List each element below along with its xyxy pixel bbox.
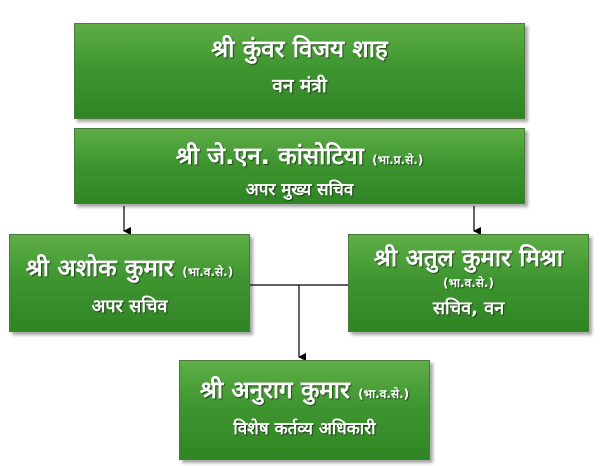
osd-service: (भा.व.से.) [358, 387, 410, 401]
acs-name-line: श्री जे.एन. कांसोटिया (भा.प्र.से.) [75, 141, 524, 175]
secretary-name: श्री अतुल कुमार मिश्रा [373, 244, 564, 272]
additional-secretary-post: अपर सचिव [91, 296, 168, 317]
secretary-post: सचिव, वन [432, 298, 505, 319]
osd-box: श्री अनुराग कुमार (भा.व.से.) विशेष कर्तव… [179, 360, 430, 460]
minister-post: वन मंत्री [272, 75, 327, 97]
osd-post: विशेष कर्तव्य अधिकारी [233, 419, 376, 439]
additional-secretary-box: श्री अशोक कुमार (भा.व.से.) अपर सचिव [9, 234, 250, 332]
acs-service: (भा.प्र.से.) [372, 153, 424, 167]
acs-box: श्री जे.एन. कांसोटिया (भा.प्र.से.) अपर म… [74, 128, 525, 204]
secretary-service: (भा.व.से.) [443, 276, 494, 290]
additional-secretary-service: (भा.व.से.) [182, 265, 234, 279]
acs-post: अपर मुख्य सचिव [245, 180, 354, 200]
acs-name: श्री जे.एन. कांसोटिया [175, 142, 364, 170]
additional-secretary-name: श्री अशोक कुमार [25, 254, 174, 282]
osd-name: श्री अनुराग कुमार [199, 376, 350, 404]
additional-secretary-name-line: श्री अशोक कुमार (भा.व.से.) [10, 253, 249, 287]
minister-name: श्री कुंवर विजय शाह [211, 35, 388, 63]
minister-box: श्री कुंवर विजय शाह वन मंत्री [74, 23, 525, 119]
osd-name-line: श्री अनुराग कुमार (भा.व.से.) [180, 375, 429, 409]
secretary-box: श्री अतुल कुमार मिश्रा (भा.व.से.) सचिव, … [348, 234, 589, 332]
